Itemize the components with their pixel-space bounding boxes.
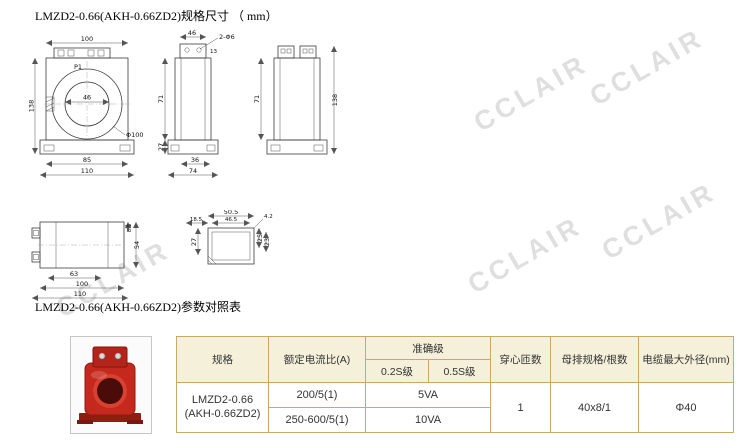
col-header-busbar: 母排规格/根数 (550, 336, 639, 383)
cell-busbar: 40x8/1 (550, 382, 639, 433)
parameter-table: 规格 额定电流比(A) 准确级 穿心匝数 母排规格/根数 电缆最大外径(mm) … (176, 336, 734, 433)
dimension-drawings-top: 100 138 P1 46 Φ100 85 110 46 (28, 30, 339, 178)
side-view-2: 71 138 (253, 45, 339, 155)
dim-front-hole: 46 (83, 94, 91, 102)
table-header-row-2: 0.2S级 0.5S级 (177, 359, 734, 383)
watermark-text: CCLAIR (468, 48, 593, 138)
dim-side-base-height: 27 (157, 143, 165, 151)
dimension-drawings-bottom: 8.5 54 63 100 110 50.5 46.5 18.5 25 (31, 210, 273, 301)
col-header-acc-05s: 0.5S级 (428, 359, 491, 383)
col-header-cable: 电缆最大外径(mm) (638, 336, 734, 383)
dim-side-base-outer: 74 (189, 167, 197, 175)
dim-window-inner-width: 46.5 (225, 217, 238, 223)
dim-window-radius: 4.2 (264, 214, 273, 220)
product-photo (70, 336, 152, 434)
spec-model-line2: (AKH-0.66ZD2) (184, 407, 261, 420)
dim-front-base-inner: 85 (83, 156, 91, 164)
dim-bottom-depth: 54 (133, 241, 141, 249)
cell-turns: 1 (490, 382, 551, 433)
parameter-table-title: LMZD2-0.66(AKH-0.66ZD2)参数对照表 (35, 300, 241, 314)
spec-model-line1: LMZD2-0.66 (191, 393, 254, 406)
product-image (77, 346, 143, 424)
dim-front-width: 100 (81, 35, 93, 43)
col-header-spec: 规格 (176, 336, 269, 383)
dim-front-height: 138 (28, 100, 36, 112)
dim-front-base-outer: 110 (81, 167, 93, 175)
cell-ratio-2: 250-600/5(1) (268, 407, 366, 433)
dim-front-circle: Φ100 (126, 131, 144, 139)
dim-bottom-inner-width: 63 (70, 270, 78, 278)
front-view: 100 138 P1 46 Φ100 85 110 (28, 35, 144, 178)
table-data-row-1: LMZD2-0.66 (AKH-0.66ZD2) 200/5(1) 5VA 1 … (176, 382, 734, 433)
watermark-text: CCLAIR (596, 176, 721, 266)
col-header-accuracy: 准确级 (365, 336, 491, 360)
table-data-row-2: 250-600/5(1) 10VA (177, 407, 734, 433)
side-view: 46 2-Φ6 13 71 27 36 74 (157, 30, 235, 178)
cell-cable: Φ40 (638, 382, 734, 433)
dim-side-holes: 2-Φ6 (219, 33, 235, 41)
dim-side-base-inner: 36 (191, 156, 199, 164)
dim-side2-body-height: 71 (253, 95, 261, 103)
dim-bottom-base-width: 110 (74, 290, 86, 298)
dim-bottom-depth-top: 8.5 (127, 223, 133, 232)
dim-bottom-body-width: 100 (76, 280, 88, 288)
front-terminal-label: P1 (74, 63, 82, 71)
col-header-ratio: 额定电流比(A) (268, 336, 366, 383)
col-header-acc-02s: 0.2S级 (365, 359, 429, 383)
cell-spec: LMZD2-0.66 (AKH-0.66ZD2) (176, 382, 269, 433)
dim-window-depth: 27 (190, 238, 198, 246)
watermark-text: CCLAIR (462, 210, 587, 300)
dim-window-offset: 18.5 (190, 217, 203, 223)
dim-window-height2: 23 (263, 238, 271, 246)
dim-side-top-width: 46 (188, 30, 196, 37)
dim-window-height1: 25 (256, 234, 264, 242)
col-header-turns: 穿心匝数 (490, 336, 551, 383)
dim-side-hole-offset: 13 (210, 49, 217, 55)
dim-window-outer-width: 50.5 (224, 210, 238, 216)
dim-side2-total-height: 138 (331, 94, 339, 106)
spec-dimensions-title: LMZD2-0.66(AKH-0.66ZD2)规格尺寸 （ mm） (35, 9, 278, 23)
bottom-view: 8.5 54 63 100 110 (31, 221, 141, 301)
table-header-row-1: 规格 额定电流比(A) 准确级 穿心匝数 母排规格/根数 电缆最大外径(mm) (176, 336, 734, 383)
cell-va-1: 5VA (365, 382, 491, 408)
cell-ratio-1: 200/5(1) (268, 382, 366, 408)
watermark-text: CCLAIR (584, 22, 709, 112)
dim-side-body-height: 71 (157, 95, 165, 103)
transformer-illustration (77, 346, 143, 424)
window-detail-view: 50.5 46.5 18.5 25 23 27 4.2 (186, 210, 273, 265)
cell-va-2: 10VA (365, 407, 491, 433)
